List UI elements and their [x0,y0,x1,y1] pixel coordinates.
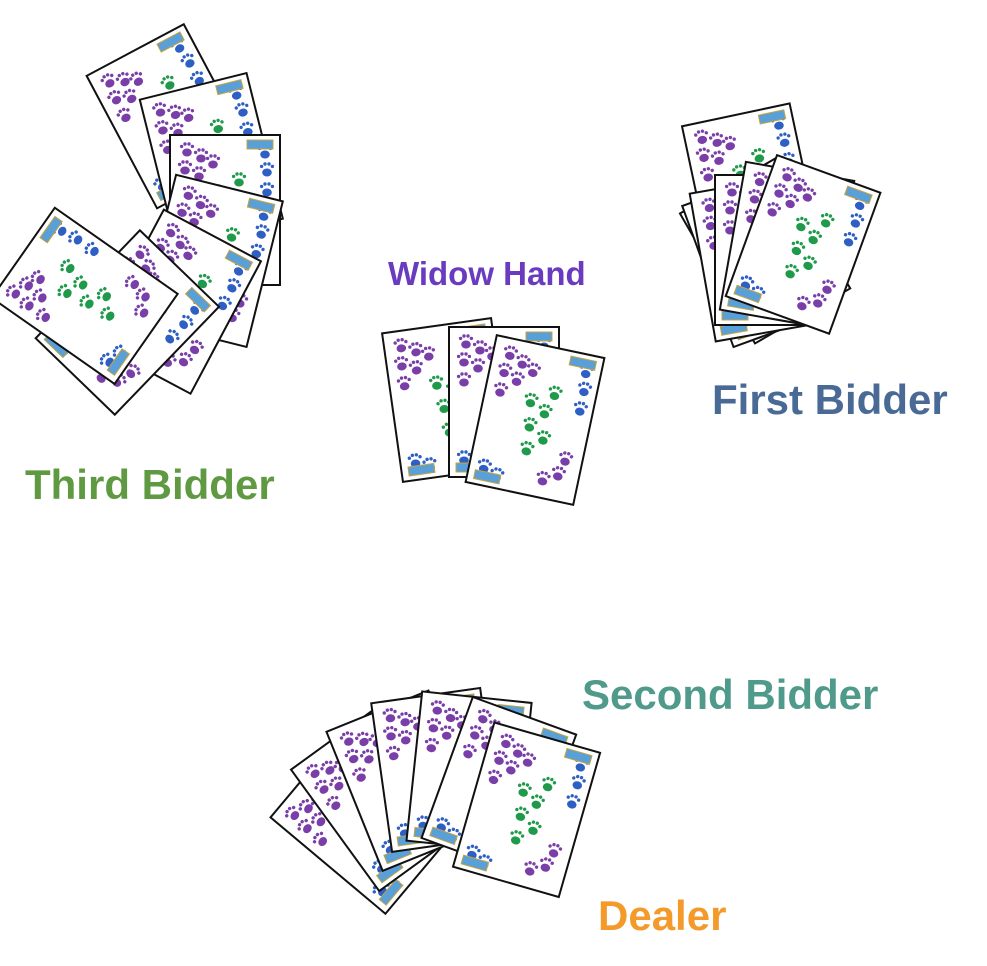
third-bidder-hand [0,24,283,414]
third-bidder-label: Third Bidder [25,461,275,508]
first-bidder-hand [680,103,880,347]
second-bidder-label: Second Bidder [582,671,879,718]
widow-hand-label: Widow Hand [388,255,586,292]
first-bidder-label: First Bidder [712,376,948,423]
dealer-hand [271,688,601,914]
widow-hand-cards [382,318,604,505]
dealer-label: Dealer [598,892,727,939]
